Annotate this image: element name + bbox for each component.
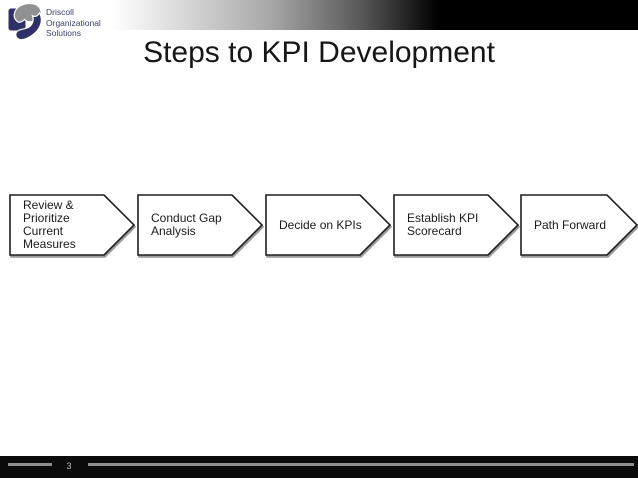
chevron-arrow-shape <box>265 194 392 256</box>
flow-step-kpi-scorecard: Establish KPI Scorecard <box>393 194 521 260</box>
chevron-arrow-shape <box>393 194 520 256</box>
chevron-arrow-shape <box>137 194 264 256</box>
logo-line-1: Driscoll <box>46 7 74 17</box>
top-gradient-banner <box>112 0 638 30</box>
footer-bar: 3 <box>0 456 638 478</box>
chevron-arrow-shape <box>9 194 136 256</box>
slide-title: Steps to KPI Development <box>143 36 495 69</box>
flow-step-path-forward: Path Forward <box>520 194 638 260</box>
logo-line-3: Solutions <box>46 28 81 38</box>
chevron-arrow-shape <box>520 194 638 256</box>
footer-rule-right <box>88 463 634 466</box>
step-label: Review & Prioritize Current Measures <box>23 198 76 251</box>
logo-wordmark: Driscoll Organizational Solutions <box>46 2 101 39</box>
footer-rule-left <box>8 463 52 466</box>
flow-step-gap-analysis: Conduct Gap Analysis <box>137 194 265 260</box>
step-label: Path Forward <box>534 217 607 232</box>
kpi-process-flow: Review & Prioritize Current Measures Con… <box>0 194 638 260</box>
step-label: Decide on KPIs <box>279 217 362 232</box>
page-number: 3 <box>66 461 72 471</box>
logo-line-2: Organizational <box>46 17 101 28</box>
flow-step-decide-kpis: Decide on KPIs <box>265 194 393 260</box>
company-logo: Driscoll Organizational Solutions <box>8 2 101 42</box>
flow-step-review-prioritize: Review & Prioritize Current Measures <box>9 194 137 260</box>
step-label: Conduct Gap Analysis <box>151 211 222 238</box>
driscoll-logo-icon <box>8 2 42 41</box>
step-label: Establish KPI Scorecard <box>407 211 479 238</box>
